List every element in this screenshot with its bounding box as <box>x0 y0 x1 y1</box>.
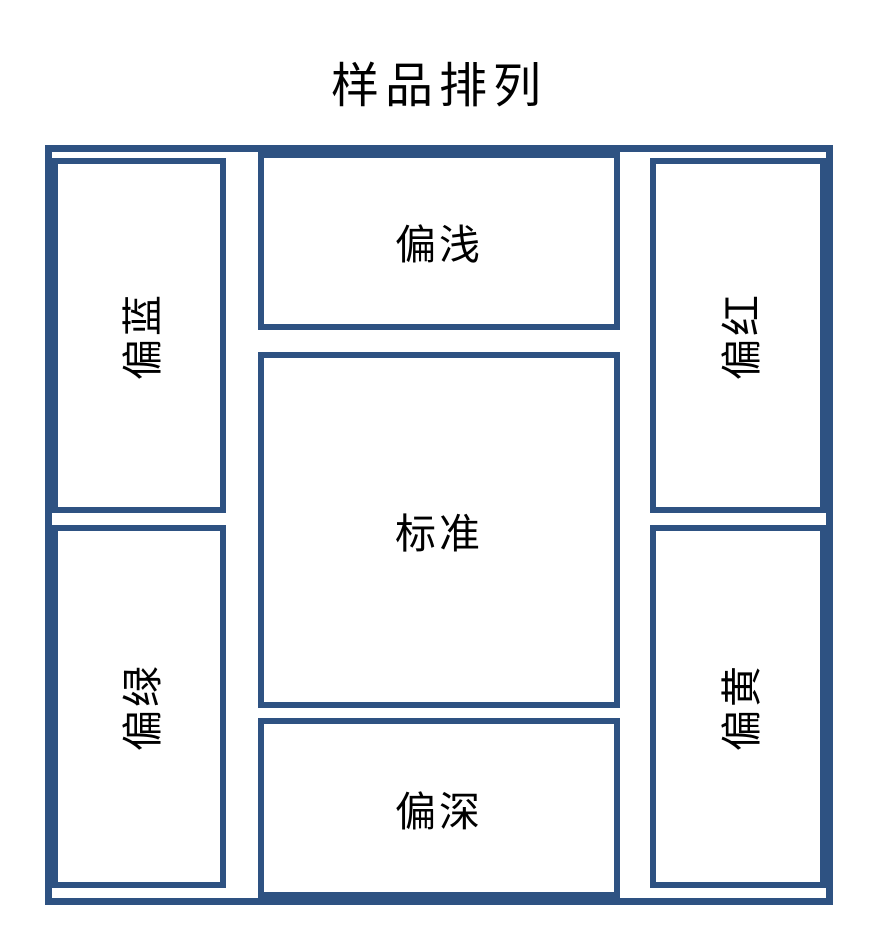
diagram-title: 样品排列 <box>330 60 547 113</box>
box-label-red: 偏红 <box>719 291 765 380</box>
box-deviation-light: 偏浅 <box>258 152 620 330</box>
box-label-blue: 偏蓝 <box>120 291 166 380</box>
box-deviation-yellow: 偏黄 <box>650 525 826 888</box>
box-label-standard: 标准 <box>395 511 483 557</box>
box-deviation-green: 偏绿 <box>52 525 226 888</box>
box-deviation-dark: 偏深 <box>258 718 620 898</box>
box-label-light: 偏浅 <box>395 222 483 268</box>
box-label-green: 偏绿 <box>120 662 166 751</box>
box-deviation-red: 偏红 <box>650 158 826 513</box>
box-label-yellow: 偏黄 <box>719 662 765 751</box>
box-standard: 标准 <box>258 352 620 708</box>
box-deviation-blue: 偏蓝 <box>52 158 226 513</box>
box-label-dark: 偏深 <box>395 789 483 835</box>
sample-arrangement-frame: 偏蓝 偏绿 偏浅 标准 偏深 偏红 偏黄 <box>45 145 833 905</box>
